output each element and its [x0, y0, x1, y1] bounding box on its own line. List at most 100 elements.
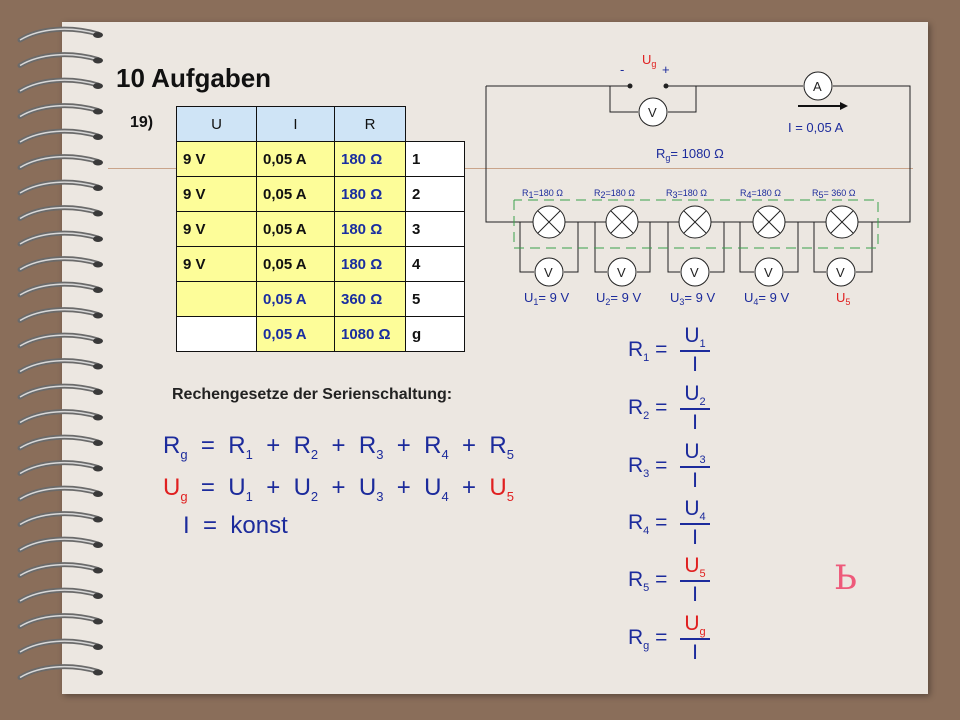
table-row: 9 V 0,05 A 180 Ω 4	[176, 246, 465, 282]
spiral-coil-icon	[17, 103, 103, 119]
resistance-sub: g	[643, 640, 650, 653]
resistance-sub: 2	[643, 410, 650, 423]
rg-sub: g	[665, 153, 670, 163]
source-minus-label: -	[620, 62, 624, 77]
spiral-coil-icon	[17, 230, 103, 247]
lamp-u-symbol: U	[836, 290, 845, 305]
lamp-4: R4=180 Ω V U4= 9 V	[740, 188, 789, 307]
lamp-resistance-label: R5= 360 Ω	[812, 188, 856, 200]
divider-line	[108, 168, 913, 169]
voltage-sub: g	[699, 626, 706, 639]
current-label: I = 0,05 A	[788, 120, 844, 135]
voltage-symbol: U	[684, 324, 700, 347]
spiral-coil-icon	[17, 128, 103, 145]
cell-i: 0,05 A	[256, 141, 335, 177]
formula-term: R	[424, 432, 442, 459]
lamp-voltage-label: U5	[836, 290, 850, 307]
fraction-denominator: I	[692, 411, 698, 434]
fraction-bar	[680, 638, 710, 640]
table-header-row: U I R	[176, 106, 465, 142]
lamp-group-dashed-box	[513, 199, 879, 249]
lamp-u-sub: 3	[679, 297, 684, 307]
lamp-3: R3=180 Ω V U3= 9 V	[666, 188, 715, 307]
source-symbol: U	[642, 52, 651, 67]
fraction-denominator: I	[692, 353, 698, 376]
spiral-coil-icon	[17, 281, 103, 298]
lamp-u-symbol: U	[596, 290, 605, 305]
spiral-coil-icon	[17, 332, 103, 349]
voltage-sub: 3	[699, 454, 706, 467]
cell-u: 9 V	[176, 141, 257, 177]
cell-r: 180 Ω	[334, 141, 406, 177]
cell-i: 0,05 A	[256, 316, 335, 352]
voltmeter-symbol: V	[544, 265, 553, 280]
formula-term: R	[489, 432, 507, 459]
plus-sign: +	[324, 474, 353, 501]
lamp-voltage-label: U2= 9 V	[596, 290, 641, 307]
formula-term: U	[424, 474, 442, 501]
lamp-r-value: =180 Ω	[752, 188, 782, 198]
voltage-sub: 2	[699, 396, 706, 409]
resistance-sub: 3	[643, 468, 650, 481]
fraction-bar	[680, 466, 710, 468]
fraction-numerator: U3	[682, 440, 708, 466]
formula-term: U	[293, 474, 311, 501]
formula-term: R	[358, 432, 377, 459]
table-row: 9 V 0,05 A 180 Ω 3	[176, 211, 465, 247]
lamp-u-sub: 1	[533, 297, 538, 307]
spiral-coil-icon	[17, 256, 103, 272]
source-terminal-plus-icon	[663, 83, 669, 89]
formula-term: U	[228, 474, 246, 501]
plus-sign: +	[455, 432, 483, 459]
formula-term-sub: 5	[506, 488, 514, 504]
lamp-r-symbol: R	[740, 188, 747, 198]
spiral-coil-icon	[17, 587, 103, 604]
voltmeter-symbol: V	[764, 265, 773, 280]
plus-sign: +	[259, 432, 287, 459]
lamp-resistance-label: R4=180 Ω	[740, 188, 781, 200]
cell-r: 180 Ω	[334, 211, 406, 247]
lamp-r-sub: 4	[747, 190, 752, 200]
spiral-coil-icon	[17, 26, 103, 43]
formula-term-sub: 3	[376, 488, 384, 504]
fraction-numerator: U4	[682, 497, 708, 523]
fraction-lhs: R5 =	[628, 568, 668, 595]
rg-value: = 1080 Ω	[670, 146, 724, 161]
lamp-r-sub: 3	[673, 190, 678, 200]
lamp-r-sub: 2	[601, 190, 606, 200]
values-table: U I R 9 V 0,05 A 180 Ω 1 9 V 0,05 A 180 …	[176, 106, 465, 352]
fraction-numerator: U2	[682, 382, 708, 408]
voltmeter-icon	[680, 257, 710, 287]
source-plus-label: +	[662, 62, 670, 77]
cell-i: 0,05 A	[256, 281, 335, 317]
spiral-coil-icon	[17, 383, 103, 400]
cell-index: g	[405, 316, 465, 352]
lamp-voltage-label: U3= 9 V	[670, 290, 715, 307]
spiral-binding	[17, 26, 103, 680]
formula-resistance-sum: Rg = R1 + R2 + R3 + R4 + R5	[163, 432, 514, 462]
spiral-coil-icon	[17, 664, 103, 680]
lamp-r-sub: 5	[819, 190, 824, 200]
equals-sign: =	[194, 474, 222, 501]
source-terminal-minus-icon	[627, 83, 633, 89]
cell-i: 0,05 A	[256, 176, 335, 212]
fraction-denominator: I	[692, 469, 698, 492]
resistance-symbol: R	[628, 396, 644, 419]
exercise-number: 19)	[130, 114, 154, 131]
cell-r: 1080 Ω	[334, 316, 406, 352]
plus-sign: +	[455, 474, 483, 501]
lamp-r-symbol: R	[666, 188, 673, 198]
table-row: 0,05 A 360 Ω 5	[176, 281, 465, 317]
cell-i: 0,05 A	[256, 246, 335, 282]
cell-i: 0,05 A	[256, 211, 335, 247]
resistance-sub: 5	[643, 582, 650, 595]
equals-sign: =	[196, 512, 224, 539]
lamp-u-symbol: U	[744, 290, 753, 305]
voltmeter-symbol: V	[648, 105, 657, 120]
lamp-u-value: = 9 V	[684, 290, 715, 305]
lamp-resistance-label: R1=180 Ω	[522, 188, 563, 200]
fraction-bar	[680, 523, 710, 525]
cell-u: 9 V	[176, 246, 257, 282]
voltmeter-symbol: V	[836, 265, 845, 280]
laws-title: Rechengesetze der Serienschaltung:	[172, 386, 453, 403]
